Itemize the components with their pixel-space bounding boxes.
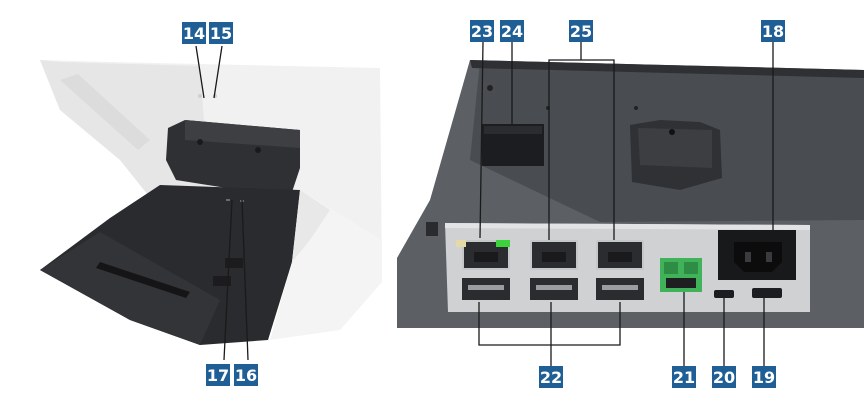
svg-text:14: 14 [183, 24, 205, 43]
svg-text:16: 16 [235, 366, 257, 385]
svg-text:23: 23 [471, 22, 493, 41]
callout-19: 19 [752, 366, 776, 388]
svg-text:19: 19 [753, 368, 775, 387]
svg-text:15: 15 [210, 24, 232, 43]
callout-21: 21 [672, 366, 696, 388]
callout-15: 15 [209, 22, 233, 44]
right-photo [397, 8, 864, 338]
callout-20: 20 [712, 366, 736, 388]
left-photo [40, 60, 382, 345]
callout-25: 25 [569, 20, 593, 42]
svg-text:25: 25 [570, 22, 592, 41]
svg-text:24: 24 [501, 22, 523, 41]
callout-18: 18 [761, 20, 785, 42]
callout-24: 24 [500, 20, 524, 42]
callout-badges: 14 15 17 16 23 24 25 18 [182, 20, 785, 388]
callout-23: 23 [470, 20, 494, 42]
callout-14: 14 [182, 22, 206, 44]
svg-text:22: 22 [540, 368, 562, 387]
callout-22: 22 [539, 366, 563, 388]
leader-lines [195, 41, 774, 366]
svg-text:20: 20 [713, 368, 735, 387]
svg-text:17: 17 [207, 366, 229, 385]
callout-16: 16 [234, 364, 258, 386]
callout-17: 17 [206, 364, 230, 386]
svg-text:21: 21 [673, 368, 695, 387]
svg-text:18: 18 [762, 22, 784, 41]
